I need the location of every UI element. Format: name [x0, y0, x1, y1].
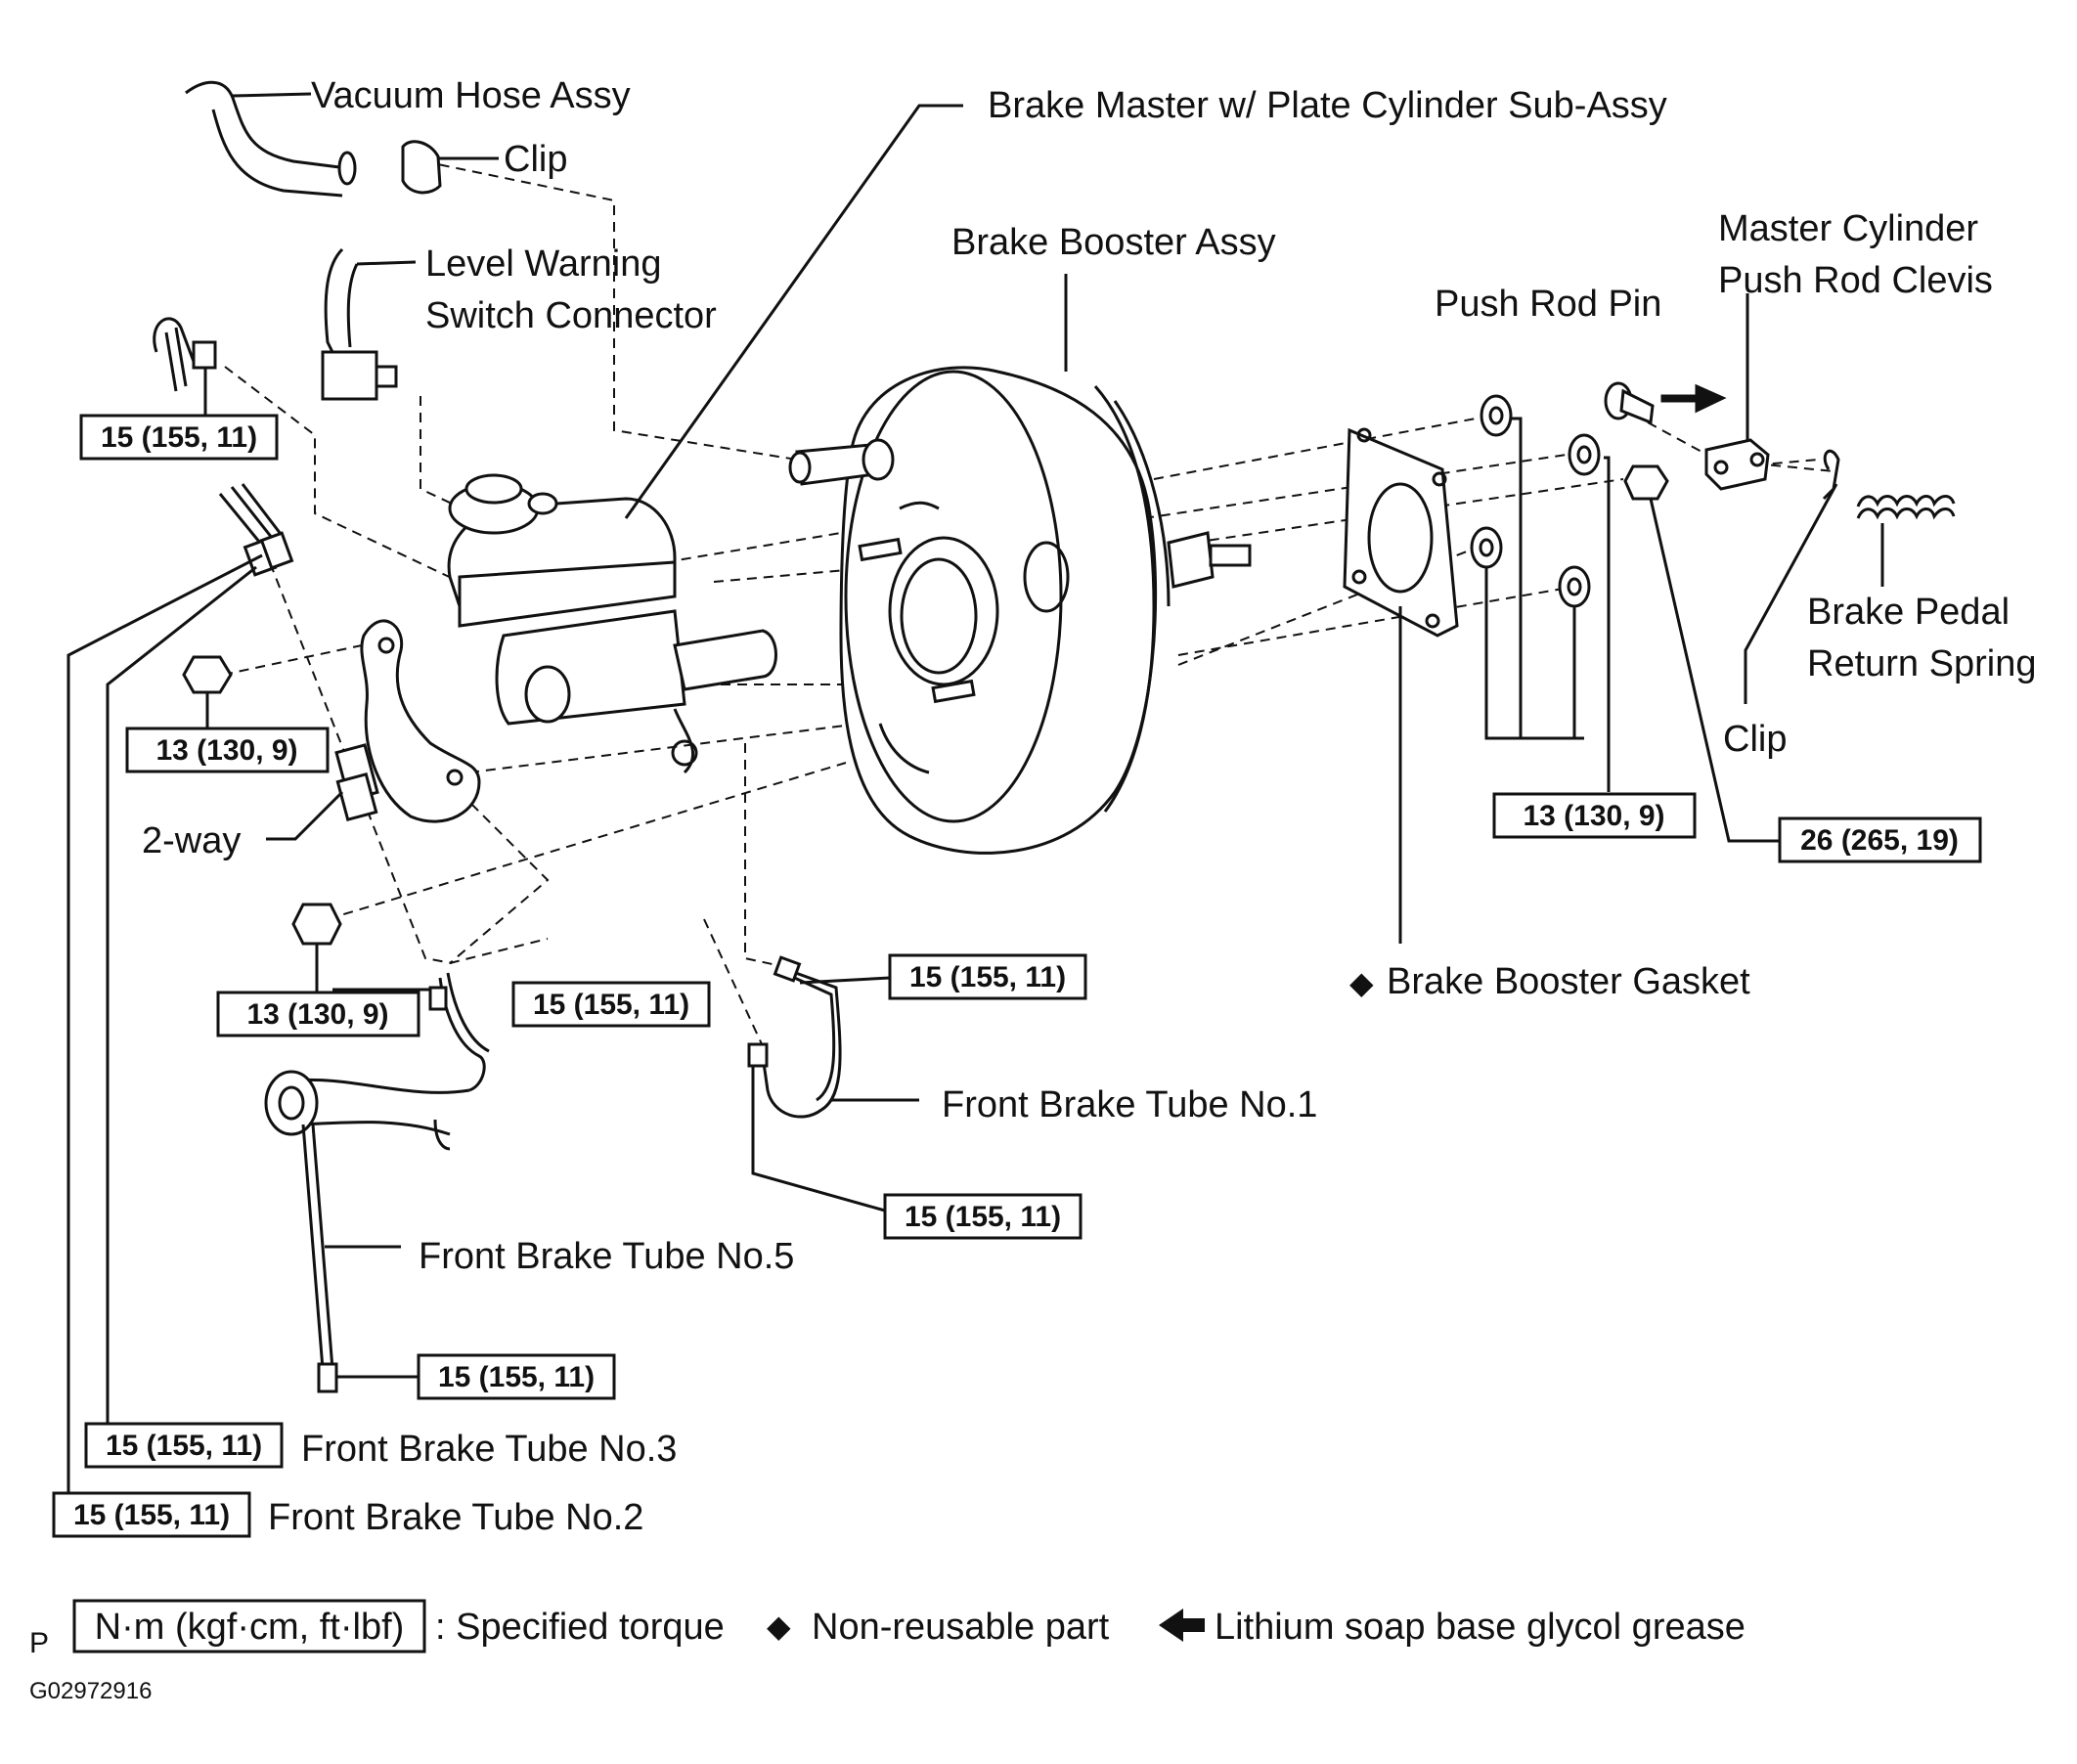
front-brake-tube-5 — [264, 972, 490, 1393]
left-nut — [182, 655, 233, 728]
torque-tube5-top: 15 (155, 11) — [511, 981, 711, 1028]
label-booster: Brake Booster Assy — [951, 222, 1276, 263]
legend-prefix: P — [29, 1627, 49, 1659]
clevis-nut — [1623, 464, 1780, 843]
left-brake-tubes — [59, 483, 294, 1503]
push-rod-pin — [1604, 381, 1727, 425]
push-rod-clevis — [1704, 293, 1770, 491]
part-labels: Vacuum Hose Assy Clip Level Warning Swit… — [142, 75, 2036, 1538]
label-tube3: Front Brake Tube No.3 — [301, 1429, 677, 1470]
label-two-way: 2-way — [142, 820, 241, 861]
svg-text:15 (155, 11): 15 (155, 11) — [101, 421, 257, 454]
diamond-icon: ◆ — [767, 1609, 791, 1644]
torque-tube5-bottom: 15 (155, 11) — [417, 1353, 616, 1400]
mounting-plate — [360, 619, 481, 823]
legend-specified: : Specified torque — [435, 1607, 725, 1648]
top-clip — [401, 140, 499, 195]
return-spring — [1856, 495, 1956, 587]
torque-nut-left: 13 (130, 9) — [125, 727, 330, 773]
label-clevis-1: Master Cylinder — [1718, 208, 1978, 249]
label-clip-top: Clip — [504, 139, 567, 180]
svg-text:13 (130, 9): 13 (130, 9) — [1523, 800, 1664, 832]
torque-boxes: 15 (155, 11) 13 (130, 9) 13 (130, 9) 15 … — [52, 414, 1982, 1538]
torque-tube1-bottom: 15 (155, 11) — [883, 1193, 1083, 1240]
brake-booster-assy — [788, 274, 1252, 855]
grease-arrow-icon — [1159, 1609, 1205, 1642]
svg-text:15 (155, 11): 15 (155, 11) — [533, 989, 689, 1021]
svg-text:15 (155, 11): 15 (155, 11) — [73, 1499, 230, 1531]
vacuum-hose-assy — [185, 80, 357, 198]
top-left-fitting — [153, 317, 217, 420]
booster-nuts — [1470, 394, 1611, 792]
torque-tube1-top: 15 (155, 11) — [888, 953, 1087, 1000]
brake-booster-gasket — [1343, 427, 1459, 944]
torque-booster-nuts: 13 (130, 9) — [1492, 792, 1697, 839]
svg-text:15 (155, 11): 15 (155, 11) — [106, 1430, 262, 1462]
legend-non-reusable: Non-reusable part — [812, 1607, 1110, 1648]
svg-text:13 (130, 9): 13 (130, 9) — [155, 734, 297, 767]
label-gasket: Brake Booster Gasket — [1387, 961, 1750, 1002]
svg-text:26 (265, 19): 26 (265, 19) — [1800, 824, 1959, 857]
figure-code: G02972916 — [29, 1678, 152, 1704]
svg-text:13 (130, 9): 13 (130, 9) — [246, 998, 388, 1031]
label-push-rod-pin: Push Rod Pin — [1435, 284, 1661, 325]
label-level-warning-2: Switch Connector — [425, 295, 717, 336]
svg-text:15 (155, 11): 15 (155, 11) — [909, 961, 1066, 993]
right-clip — [1744, 449, 1840, 704]
label-master-cylinder: Brake Master w/ Plate Cylinder Sub-Assy — [988, 85, 1667, 126]
legend: P N·m (kgf·cm, ft·lbf) : Specified torqu… — [29, 1599, 1746, 1704]
legend-unit-box: N·m (kgf·cm, ft·lbf) — [95, 1607, 405, 1648]
legend-grease: Lithium soap base glycol grease — [1215, 1607, 1746, 1648]
two-way-joint — [266, 743, 379, 841]
brake-master-cylinder — [447, 104, 963, 774]
label-clip-right: Clip — [1723, 719, 1787, 760]
label-level-warning-1: Level Warning — [425, 243, 662, 285]
torque-nut-lower: 13 (130, 9) — [216, 991, 420, 1037]
label-gasket-symbol: ◆ — [1349, 965, 1374, 1000]
torque-top-left: 15 (155, 11) — [79, 414, 279, 461]
svg-text:15 (155, 11): 15 (155, 11) — [438, 1361, 595, 1393]
label-tube2: Front Brake Tube No.2 — [268, 1497, 643, 1538]
torque-clevis-nut: 26 (265, 19) — [1778, 816, 1982, 863]
label-return-spring-2: Return Spring — [1807, 643, 2036, 684]
label-tube1: Front Brake Tube No.1 — [942, 1084, 1317, 1125]
lower-nut — [291, 903, 342, 992]
label-clevis-2: Push Rod Clevis — [1718, 260, 1993, 301]
label-tube5: Front Brake Tube No.5 — [419, 1236, 794, 1277]
torque-tube3: 15 (155, 11) — [84, 1422, 284, 1469]
torque-tube2: 15 (155, 11) — [52, 1491, 251, 1538]
front-brake-tube-1 — [747, 955, 919, 1213]
svg-text:15 (155, 11): 15 (155, 11) — [905, 1201, 1061, 1233]
label-vacuum-hose: Vacuum Hose Assy — [311, 75, 631, 116]
level-warning-connector — [321, 247, 417, 401]
label-return-spring-1: Brake Pedal — [1807, 592, 2010, 633]
